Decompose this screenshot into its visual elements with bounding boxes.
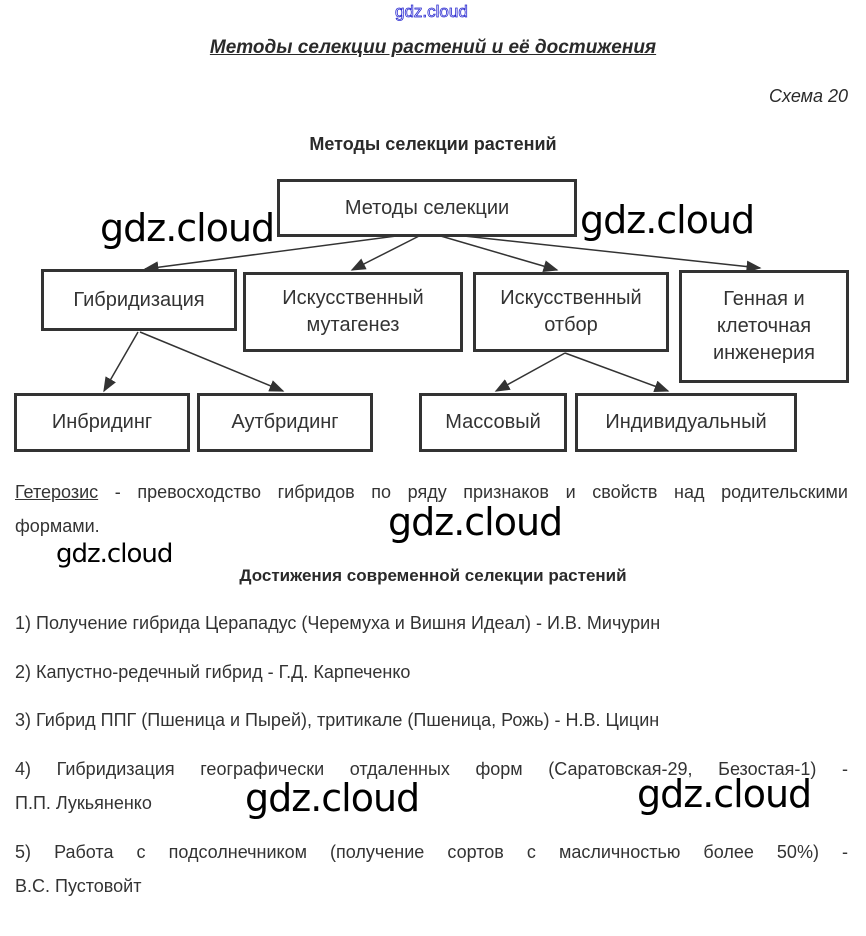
- heterosis-term: Гетерозис: [15, 482, 99, 502]
- watermark-top: gdz.cloud: [395, 2, 469, 22]
- node-artificial-selection: Искусственный отбор: [473, 272, 669, 352]
- arrow: [426, 231, 762, 273]
- page-title: Методы селекции растений и её достижения: [209, 37, 657, 58]
- arrow: [350, 231, 428, 271]
- achievement-item: 2) Капустно-редечный гибрид - Г.Д. Карпе…: [15, 662, 411, 682]
- watermark: gdz.cloud: [245, 776, 420, 820]
- heterosis-definition: - превосходство гибридов по ряду признак…: [98, 482, 848, 502]
- achievement-item: 3) Гибрид ППГ (Пшеница и Пырей), тритика…: [15, 710, 660, 730]
- arrow: [103, 331, 139, 393]
- watermark: gdz.cloud: [637, 772, 812, 816]
- achievement-item: 1) Получение гибрида Церападус (Черемуха…: [15, 613, 661, 633]
- achievement-item-cont: П.П. Лукьяненко: [15, 793, 152, 813]
- node-mutagenesis: Искусственный мутагенез: [243, 272, 463, 352]
- scheme-label: Схема 20: [769, 86, 848, 106]
- watermark: gdz.cloud: [56, 539, 173, 569]
- node-genetic-engineering: Генная и клеточная инженерия: [679, 270, 849, 383]
- heterosis-line2: формами.: [15, 516, 100, 536]
- watermark: gdz.cloud: [100, 206, 275, 250]
- arrow: [426, 231, 559, 272]
- node-mass-selection: Массовый: [419, 393, 567, 452]
- diagram-arrows: [103, 231, 762, 393]
- heterosis-line1: Гетерозис - превосходство гибридов по ря…: [15, 482, 848, 503]
- watermark: gdz.cloud: [388, 500, 563, 544]
- achievement-item: 5) Работа с подсолнечником (получение со…: [15, 842, 848, 862]
- achievements-heading: Достижения современной селекции растений: [239, 566, 627, 585]
- achievement-item-cont: В.С. Пустовойт: [15, 876, 142, 896]
- watermark: gdz.cloud: [580, 198, 755, 242]
- diagram-heading: Методы селекции растений: [309, 134, 557, 154]
- node-outbreeding: Аутбридинг: [197, 393, 373, 452]
- node-root: Методы селекции: [277, 179, 577, 237]
- node-hybridization: Гибридизация: [41, 269, 237, 331]
- arrow: [143, 231, 428, 274]
- arrow: [494, 352, 566, 392]
- node-inbreeding: Инбридинг: [14, 393, 190, 452]
- arrow: [139, 331, 285, 392]
- arrow: [564, 352, 670, 392]
- achievement-item: 4) Гибридизация географически отдаленных…: [15, 759, 848, 779]
- node-individual-selection: Индивидуальный: [575, 393, 797, 452]
